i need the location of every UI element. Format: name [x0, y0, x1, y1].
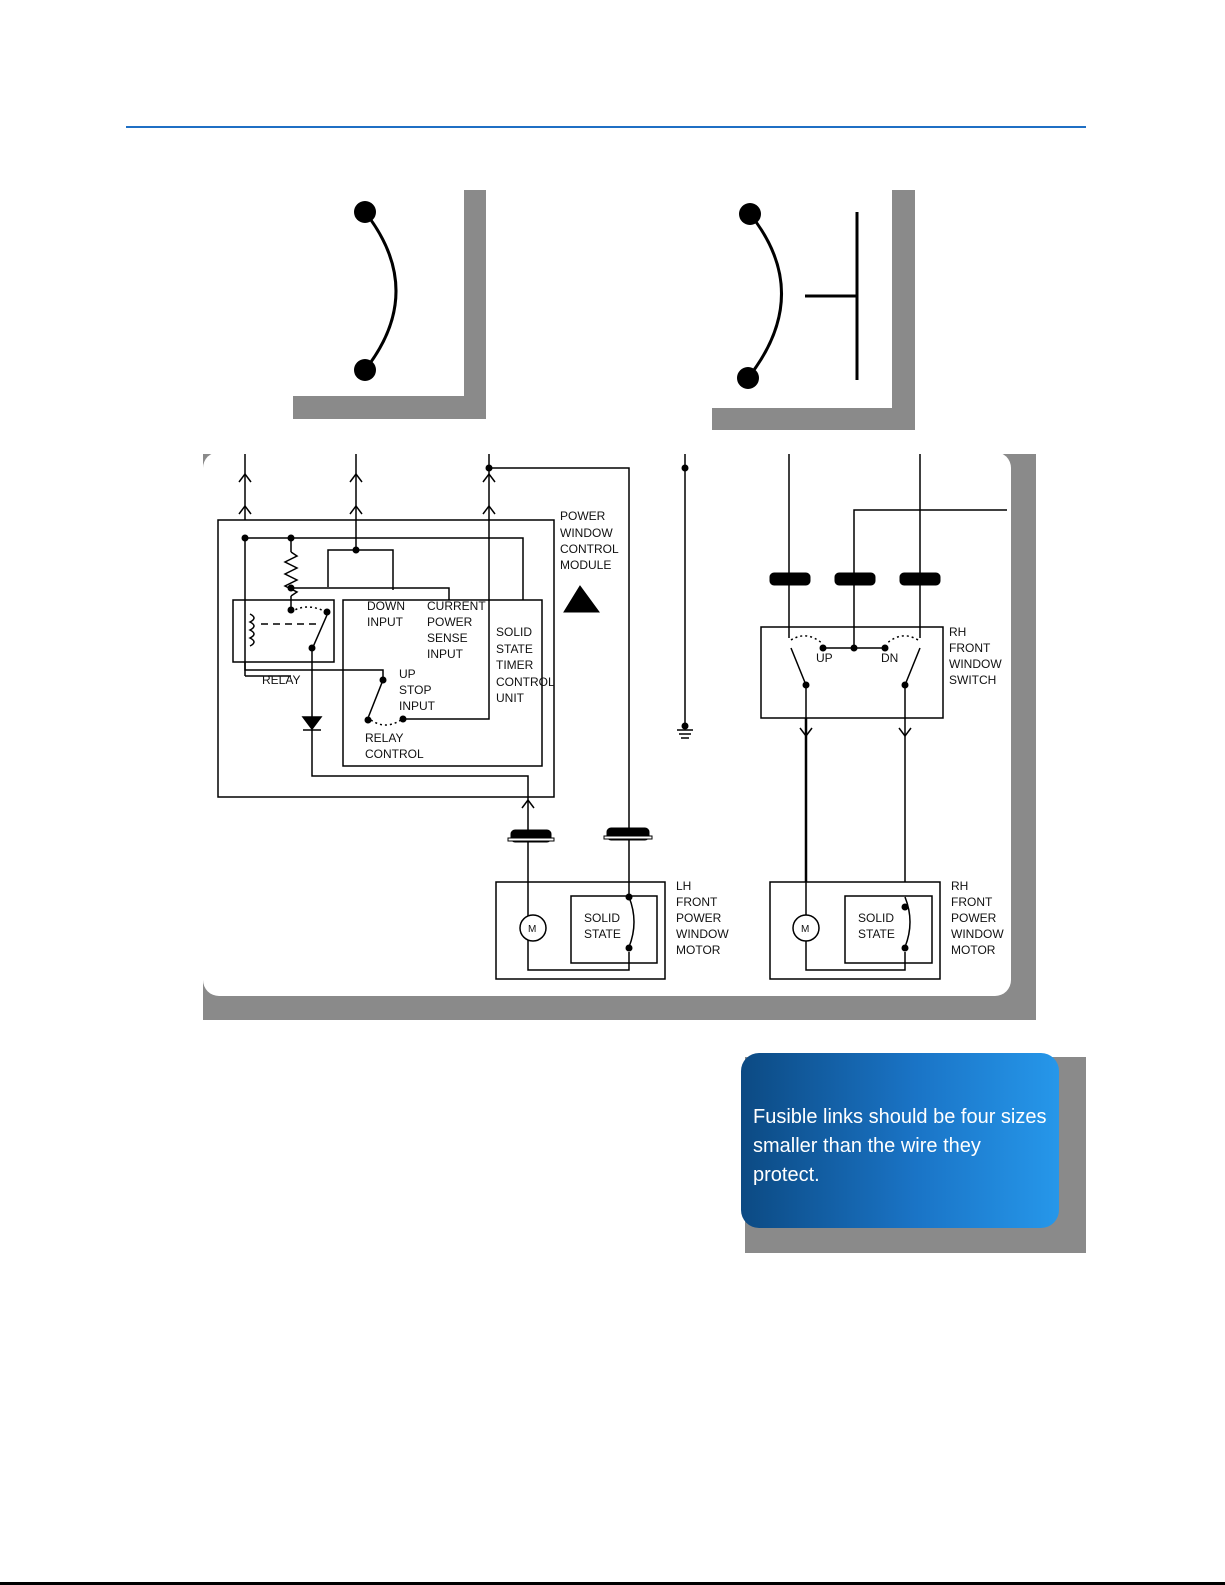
- svg-text:INPUT: INPUT: [367, 615, 404, 629]
- header-rule: [126, 126, 1086, 128]
- svg-text:WINDOW: WINDOW: [676, 927, 729, 941]
- rh-motor-symbol: M: [801, 924, 809, 935]
- svg-text:CONTROL: CONTROL: [365, 747, 424, 761]
- svg-text:WINDOW: WINDOW: [951, 927, 1004, 941]
- svg-text:UNIT: UNIT: [496, 691, 525, 705]
- svg-text:FRONT: FRONT: [949, 641, 991, 655]
- fusible-link-icon: [354, 201, 398, 381]
- timer-unit-label: SOLID: [496, 625, 532, 639]
- svg-text:SENSE: SENSE: [427, 631, 468, 645]
- svg-text:TIMER: TIMER: [496, 658, 534, 672]
- svg-text:CONTROL: CONTROL: [496, 675, 555, 689]
- fusible-link-alt-symbol: [708, 186, 892, 408]
- relay-label: RELAY: [262, 673, 300, 687]
- svg-text:MOTOR: MOTOR: [676, 943, 721, 957]
- relay-control-label: RELAY: [365, 731, 403, 745]
- up-label: UP: [816, 651, 833, 665]
- svg-text:STATE: STATE: [858, 927, 895, 941]
- svg-text:SWITCH: SWITCH: [949, 673, 996, 687]
- tip-callout: Fusible links should be four sizes small…: [741, 1053, 1059, 1228]
- schematic-svg: POWER WINDOW CONTROL MODULE DOWN INPUT C…: [217, 454, 1007, 980]
- footer-rule: [0, 1582, 1225, 1585]
- svg-text:STATE: STATE: [496, 642, 533, 656]
- lh-solid-state-label: SOLID: [584, 911, 620, 925]
- svg-text:STOP: STOP: [399, 683, 431, 697]
- svg-text:FRONT: FRONT: [676, 895, 718, 909]
- down-input-label: DOWN: [367, 599, 405, 613]
- svg-text:POWER: POWER: [951, 911, 997, 925]
- fusible-link-alt-icon: [737, 203, 859, 389]
- up-stop-label: UP: [399, 667, 416, 681]
- svg-text:INPUT: INPUT: [427, 647, 464, 661]
- svg-text:WINDOW: WINDOW: [560, 526, 613, 540]
- svg-text:POWER: POWER: [427, 615, 473, 629]
- rh-motor-label: RH: [951, 879, 968, 893]
- svg-text:MOTOR: MOTOR: [951, 943, 996, 957]
- svg-text:WINDOW: WINDOW: [949, 657, 1002, 671]
- module-label: POWER: [560, 509, 606, 523]
- lh-motor-symbol: M: [528, 924, 536, 935]
- svg-text:POWER: POWER: [676, 911, 722, 925]
- fusible-link-symbol: [289, 186, 464, 396]
- callout-text: Fusible links should be four sizes small…: [753, 1106, 1047, 1186]
- svg-text:MODULE: MODULE: [560, 558, 611, 572]
- rh-switch-label: RH: [949, 625, 966, 639]
- current-sense-label: CURRENT: [427, 599, 486, 613]
- svg-text:FRONT: FRONT: [951, 895, 993, 909]
- svg-text:INPUT: INPUT: [399, 699, 436, 713]
- svg-text:STATE: STATE: [584, 927, 621, 941]
- svg-text:CONTROL: CONTROL: [560, 542, 619, 556]
- rh-solid-state-label: SOLID: [858, 911, 894, 925]
- lh-motor-label: LH: [676, 879, 691, 893]
- wiring-schematic: POWER WINDOW CONTROL MODULE DOWN INPUT C…: [203, 452, 1011, 996]
- dn-label: DN: [881, 651, 898, 665]
